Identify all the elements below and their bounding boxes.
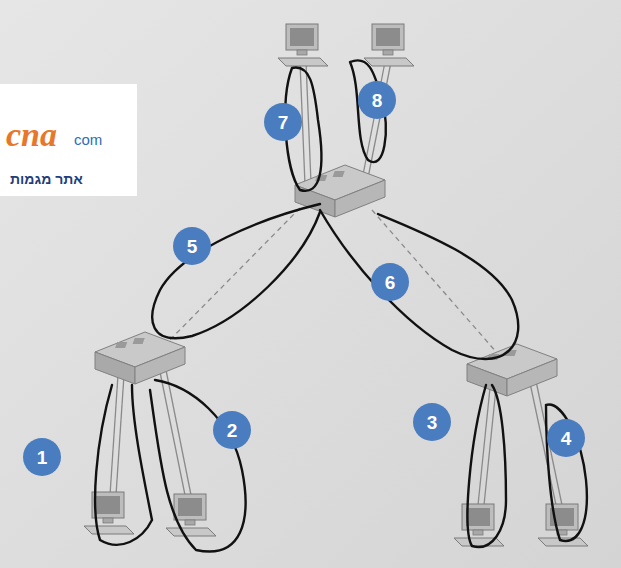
logo-text: com bbox=[74, 132, 102, 147]
callout-number: 2 bbox=[227, 421, 238, 440]
callout-circle: 8 bbox=[358, 81, 396, 119]
callout-circle: 5 bbox=[173, 227, 211, 265]
callout-circle: 7 bbox=[264, 103, 302, 141]
callout-number: 6 bbox=[385, 273, 396, 292]
callout-circle: 6 bbox=[371, 263, 409, 301]
callout-number: 1 bbox=[37, 448, 48, 467]
callout-circle: 3 bbox=[413, 403, 451, 441]
callout-number: 5 bbox=[187, 237, 198, 256]
callout-number: 8 bbox=[372, 91, 383, 110]
callout-number: 4 bbox=[561, 429, 572, 448]
logo-text: אתר מגמות bbox=[10, 172, 83, 186]
callout-number: 7 bbox=[278, 113, 289, 132]
callout-circle: 2 bbox=[213, 411, 251, 449]
callout-circle: 4 bbox=[547, 419, 585, 457]
logo-text: cna bbox=[6, 118, 57, 152]
callout-number: 3 bbox=[427, 413, 438, 432]
callout-circle: 1 bbox=[23, 438, 61, 476]
